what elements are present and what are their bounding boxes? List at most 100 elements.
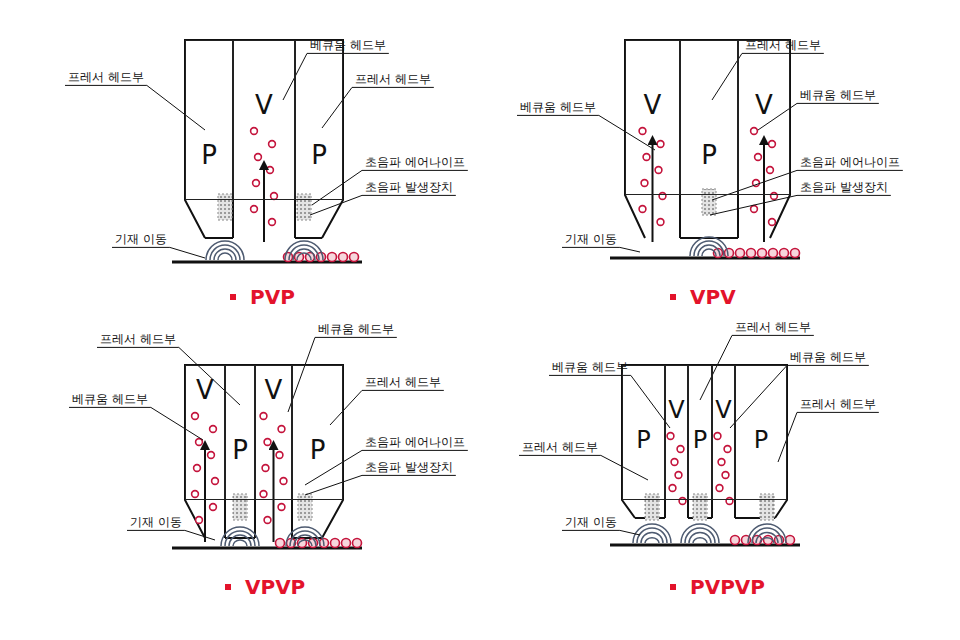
bubble — [643, 154, 650, 161]
ultrasonic-wave — [285, 241, 323, 260]
head-letter: V — [713, 398, 734, 422]
head-letter: P — [296, 142, 342, 168]
ultrasonic-wave — [689, 533, 711, 544]
bubble — [659, 193, 666, 200]
bubble — [192, 491, 199, 498]
ultrasonic-wave — [760, 538, 774, 543]
head-assembly — [172, 40, 362, 262]
particle — [725, 249, 734, 258]
head-letter: V — [739, 92, 789, 118]
ultrasonic-generator — [760, 494, 774, 520]
ultrasonic-wave — [229, 535, 251, 546]
bubble — [208, 452, 215, 459]
bubble — [194, 465, 201, 472]
particle — [353, 539, 362, 548]
callout-label: 초음파 발생장치 — [365, 460, 453, 474]
callout-label: 프레서 헤드부 — [735, 320, 811, 334]
ultrasonic-wave — [233, 540, 247, 546]
label-underline — [307, 53, 389, 54]
head-letter: V — [234, 92, 294, 118]
head-letter: P — [681, 142, 737, 168]
housing-outline — [625, 40, 790, 238]
bubble — [722, 472, 729, 479]
ultrasonic-generator — [218, 194, 232, 220]
head-compartment: V — [738, 40, 790, 195]
label-underline — [112, 247, 170, 248]
particle — [786, 536, 795, 545]
ultrasonic-generator — [702, 189, 716, 215]
bubble — [679, 498, 686, 505]
ultrasonic-wave — [293, 249, 315, 260]
head-assembly — [172, 365, 362, 548]
bubble — [657, 219, 664, 226]
leader-line — [330, 390, 362, 425]
particle — [780, 249, 789, 258]
callout-label: 프레서 헤드부 — [365, 375, 441, 389]
head-letter: V — [186, 377, 224, 403]
ultrasonic-wave — [297, 253, 311, 260]
callout-label: 프레서 헤드부 — [355, 72, 431, 86]
bubble — [755, 154, 762, 161]
particle — [350, 253, 359, 262]
head-compartment: P — [688, 365, 712, 500]
head-assembly — [610, 365, 800, 545]
callout-label: 베큐움 헤드부 — [800, 88, 876, 102]
ultrasonic-wave — [645, 538, 659, 543]
caption-bullet — [225, 584, 231, 590]
ultrasonic-wave — [748, 524, 786, 543]
head-letter: P — [186, 142, 232, 168]
ultrasonic-wave — [690, 237, 728, 256]
label-underline — [362, 475, 456, 476]
head-letter: P — [293, 437, 342, 463]
bubble — [262, 465, 269, 472]
bubble — [675, 472, 682, 479]
particle — [736, 249, 745, 258]
label-underline — [65, 85, 147, 86]
ultrasonic-wave — [225, 531, 255, 546]
ultrasonic-wave — [633, 524, 671, 543]
bubble — [726, 498, 733, 505]
bubble — [639, 206, 646, 213]
particle — [276, 539, 285, 548]
callout-label: 프레서 헤드부 — [745, 38, 821, 52]
label-underline — [362, 450, 468, 451]
head-compartment: P — [225, 365, 255, 500]
bubble — [278, 426, 285, 433]
callout-label: 프레서 헤드부 — [68, 70, 144, 84]
suction-arrow — [273, 445, 275, 542]
ultrasonic-wave — [221, 527, 259, 546]
ultrasonic-wave — [289, 245, 319, 260]
arrangement-caption: PVP — [250, 286, 295, 308]
head-bottom — [295, 237, 322, 239]
bubble — [767, 167, 774, 174]
bubble — [718, 459, 725, 466]
ultrasonic-wave — [702, 249, 716, 256]
leader-line — [620, 247, 640, 252]
bubble — [271, 193, 278, 200]
head-compartment: V — [712, 365, 735, 500]
label-underline — [797, 170, 903, 171]
ultrasonic-wave — [206, 241, 244, 260]
callout-label: 베큐움 헤드부 — [310, 38, 386, 52]
bubble — [269, 219, 276, 226]
head-compartment: P — [735, 365, 787, 500]
bubble — [677, 446, 684, 453]
bubble — [196, 439, 203, 446]
callout-label: 기재 이동 — [565, 515, 617, 529]
bubble — [251, 206, 258, 213]
leader-line — [710, 195, 797, 215]
bubble — [264, 517, 271, 524]
suction-arrow — [204, 445, 206, 542]
particle — [339, 253, 348, 262]
ultrasonic-wave — [694, 241, 724, 256]
particle — [791, 249, 800, 258]
bubble — [639, 128, 646, 135]
label-underline — [549, 375, 631, 376]
ultrasonic-wave — [698, 245, 720, 256]
callout-label: 베큐움 헤드부 — [318, 322, 394, 336]
leader-line — [599, 115, 655, 150]
head-letter: V — [256, 377, 291, 403]
ultrasonic-generator — [298, 494, 312, 520]
ultrasonic-wave — [756, 533, 778, 544]
ultrasonic-wave — [752, 528, 782, 543]
